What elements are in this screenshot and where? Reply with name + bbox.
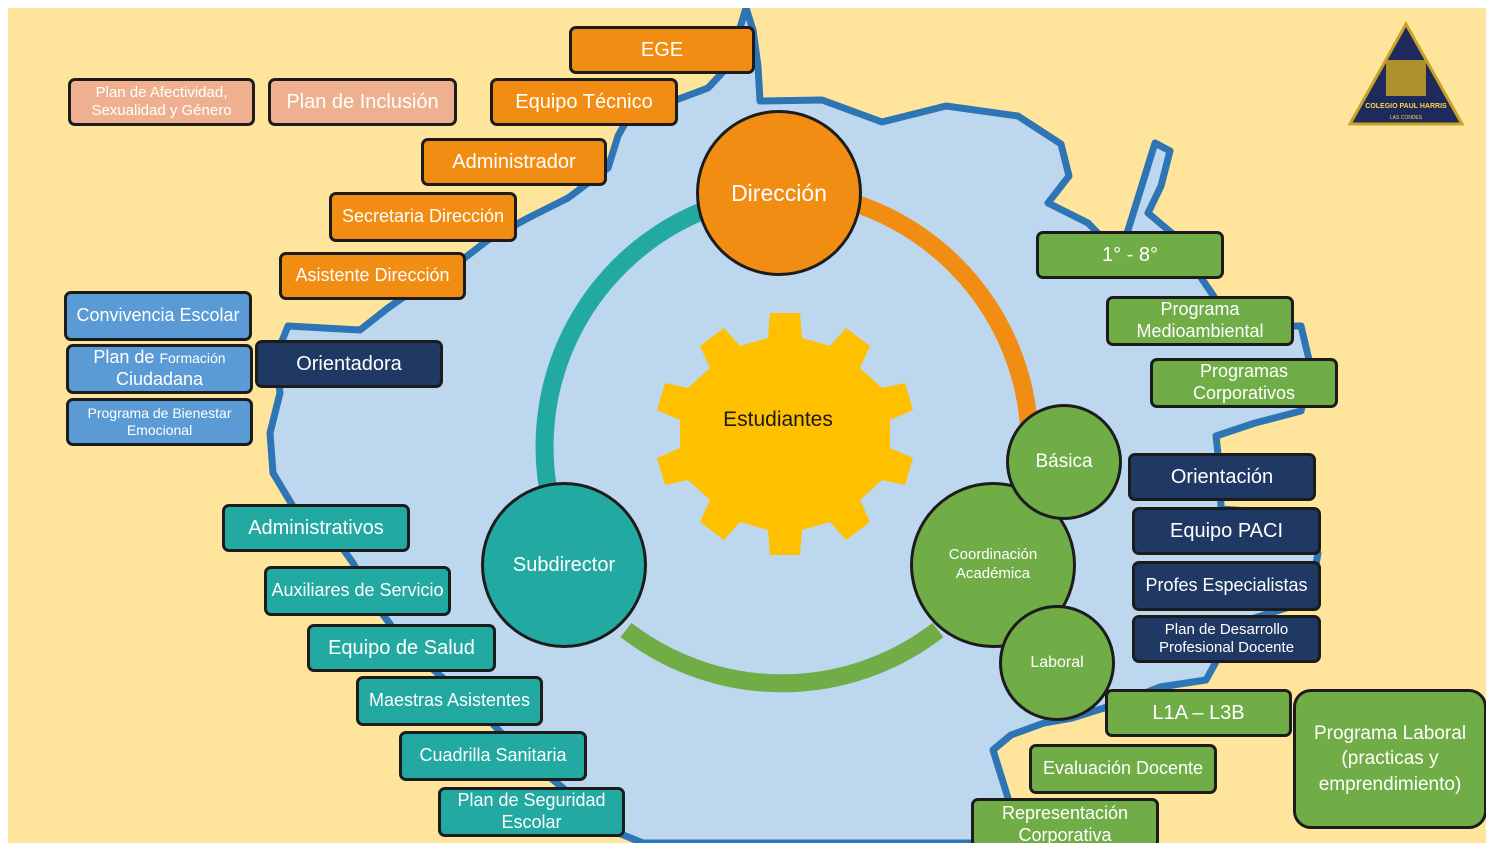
hub-basica[interactable]: Básica: [1006, 404, 1122, 520]
hub-laboral[interactable]: Laboral: [999, 605, 1115, 721]
box-equipo-tecnico[interactable]: Equipo Técnico: [490, 78, 678, 126]
box-orientadora-label: Orientadora: [296, 353, 402, 375]
box-programa-laboral-label: Programa Laboral (practicas y emprendimi…: [1313, 722, 1467, 795]
box-asistente[interactable]: Asistente Dirección: [279, 252, 466, 300]
box-maestras[interactable]: Maestras Asistentes: [356, 676, 543, 726]
box-desarrollo-label: Plan de Desarrollo Profesional Docente: [1158, 621, 1295, 656]
box-ege[interactable]: EGE: [569, 26, 755, 74]
box-orientacion[interactable]: Orientación: [1128, 453, 1316, 501]
diagram-canvas: COLEGIO PAUL HARRIS LAS CONDES Estudiant…: [8, 8, 1486, 843]
box-grados-label: 1° - 8°: [1101, 244, 1158, 266]
box-representacion[interactable]: Representación Corporativa: [971, 798, 1159, 843]
box-paci-label: Equipo PACI: [1169, 520, 1284, 542]
box-convivencia[interactable]: Convivencia Escolar: [64, 291, 252, 341]
box-profes-label: Profes Especialistas: [1145, 575, 1308, 596]
box-maestras-label: Maestras Asistentes: [368, 690, 531, 711]
hub-subdirector[interactable]: Subdirector: [481, 482, 647, 648]
logo-name: COLEGIO PAUL HARRIS: [1365, 103, 1447, 110]
box-medioambiental[interactable]: Programa Medioambiental: [1106, 296, 1294, 346]
hub-coordinacion-label: Coordinación Académica: [948, 546, 1038, 582]
box-profes[interactable]: Profes Especialistas: [1132, 561, 1321, 611]
box-plan-inclusion-label: Plan de Inclusión: [286, 91, 439, 113]
box-niveles[interactable]: L1A – L3B: [1105, 689, 1292, 737]
center-label: Estudiantes: [723, 408, 833, 431]
box-auxiliares-label: Auxiliares de Servicio: [271, 580, 444, 601]
box-administrador[interactable]: Administrador: [421, 138, 607, 186]
hub-laboral-label: Laboral: [1030, 654, 1084, 671]
box-orientadora[interactable]: Orientadora: [255, 340, 443, 388]
box-niveles-label: L1A – L3B: [1152, 702, 1245, 724]
box-cuadrilla[interactable]: Cuadrilla Sanitaria: [399, 731, 587, 781]
box-convivencia-label: Convivencia Escolar: [76, 305, 240, 326]
box-equipo-salud-label: Equipo de Salud: [328, 637, 475, 659]
center-gear: [657, 313, 913, 555]
box-grados[interactable]: 1° - 8°: [1036, 231, 1224, 279]
box-paci[interactable]: Equipo PACI: [1132, 507, 1321, 555]
box-auxiliares[interactable]: Auxiliares de Servicio: [264, 566, 451, 616]
box-asistente-label: Asistente Dirección: [295, 265, 450, 286]
box-ege-label: EGE: [640, 39, 684, 61]
hub-direccion-label: Dirección: [731, 179, 827, 206]
box-secretaria[interactable]: Secretaria Dirección: [329, 192, 517, 242]
box-plan-inclusion[interactable]: Plan de Inclusión: [268, 78, 457, 126]
box-seguridad-label: Plan de Seguridad Escolar: [457, 790, 606, 832]
box-secretaria-label: Secretaria Dirección: [341, 206, 505, 227]
ring-arc-teal: [535, 199, 714, 511]
box-medioambiental-label: Programa Medioambiental: [1136, 299, 1264, 341]
ring-arc-orange: [851, 194, 1038, 427]
box-programa-laboral[interactable]: Programa Laboral (practicas y emprendimi…: [1293, 689, 1486, 829]
box-bienestar[interactable]: Programa de Bienestar Emocional: [66, 398, 253, 446]
box-bienestar-label: Programa de Bienestar Emocional: [87, 405, 232, 438]
box-plan-afectividad-label: Plan de Afectividad, Sexualidad y Género: [91, 84, 232, 119]
box-administrativos[interactable]: Administrativos: [222, 504, 410, 552]
hub-direccion[interactable]: Dirección: [696, 110, 862, 276]
school-logo: COLEGIO PAUL HARRIS LAS CONDES: [1347, 20, 1465, 126]
box-equipo-tecnico-label: Equipo Técnico: [515, 91, 653, 113]
box-administrativos-label: Administrativos: [248, 517, 384, 539]
box-evaluacion-label: Evaluación Docente: [1042, 758, 1204, 779]
box-cuadrilla-label: Cuadrilla Sanitaria: [419, 745, 567, 766]
hub-subdirector-label: Subdirector: [512, 553, 616, 576]
box-equipo-salud[interactable]: Equipo de Salud: [307, 624, 496, 672]
box-corporativos[interactable]: Programas Corporativos: [1150, 358, 1338, 408]
ring-arc-green: [620, 622, 944, 693]
box-desarrollo[interactable]: Plan de Desarrollo Profesional Docente: [1132, 615, 1321, 663]
hub-basica-label: Básica: [1035, 451, 1093, 473]
logo-sub: LAS CONDES: [1390, 115, 1423, 121]
box-corporativos-label: Programas Corporativos: [1192, 361, 1296, 403]
box-representacion-label: Representación Corporativa: [1001, 803, 1129, 843]
box-administrador-label: Administrador: [452, 151, 576, 173]
box-orientacion-label: Orientación: [1170, 466, 1274, 488]
box-plan-afectividad[interactable]: Plan de Afectividad, Sexualidad y Género: [68, 78, 255, 126]
box-seguridad[interactable]: Plan de Seguridad Escolar: [438, 787, 625, 837]
box-evaluacion[interactable]: Evaluación Docente: [1029, 744, 1217, 794]
